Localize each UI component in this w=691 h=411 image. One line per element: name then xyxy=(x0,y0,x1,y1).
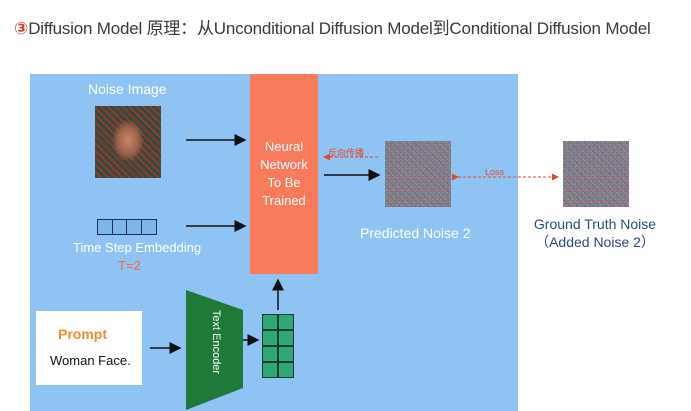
nn-line-4: Trained xyxy=(262,193,306,208)
time-step-value: T=2 xyxy=(118,258,141,273)
nn-line-3: To Be xyxy=(267,175,301,190)
text-encoder-label: Text Encoder xyxy=(210,309,222,375)
text-embedding-cell xyxy=(278,330,294,346)
nn-line-1: Neural xyxy=(264,139,304,154)
text-embedding-cell xyxy=(262,330,278,346)
text-embedding-cell xyxy=(278,362,294,378)
ground-truth-label: Ground Truth Noise （Added Noise 2） xyxy=(525,215,665,251)
text-embedding-cell xyxy=(262,346,278,362)
text-embedding-cell xyxy=(262,314,278,330)
ground-truth-line-2: （Added Noise 2） xyxy=(535,234,655,250)
prompt-title: Prompt xyxy=(58,326,107,342)
prompt-box xyxy=(36,311,142,385)
prompt-text: Woman Face. xyxy=(50,353,131,368)
loss-label: Loss xyxy=(485,167,505,177)
text-embedding-grid xyxy=(262,314,294,378)
noisy-face-image xyxy=(95,106,161,178)
noise-image-label: Noise Image xyxy=(88,81,167,97)
predicted-noise-label: Predicted Noise 2 xyxy=(360,225,471,241)
text-embedding-cell xyxy=(278,314,294,330)
title-text: Diffusion Model 原理：从Unconditional Diffus… xyxy=(28,19,651,38)
text-embedding-cell xyxy=(278,346,294,362)
nn-line-2: Network xyxy=(260,157,308,172)
time-step-embedding-cells xyxy=(97,219,157,235)
embedding-cell xyxy=(140,219,157,235)
text-encoder-shape xyxy=(186,290,243,410)
text-embedding-cell xyxy=(262,362,278,378)
ground-truth-noise-image xyxy=(563,141,629,207)
neural-network-block: Neural Network To Be Trained xyxy=(250,74,318,274)
ground-truth-line-1: Ground Truth Noise xyxy=(533,216,657,232)
time-step-label: Time Step Embedding xyxy=(73,240,202,255)
title-number: ③ xyxy=(14,19,29,38)
predicted-noise-image xyxy=(385,141,451,207)
slide-title: ③Diffusion Model 原理：从Unconditional Diffu… xyxy=(14,14,651,39)
backprop-label: 反向传播 xyxy=(328,148,365,158)
